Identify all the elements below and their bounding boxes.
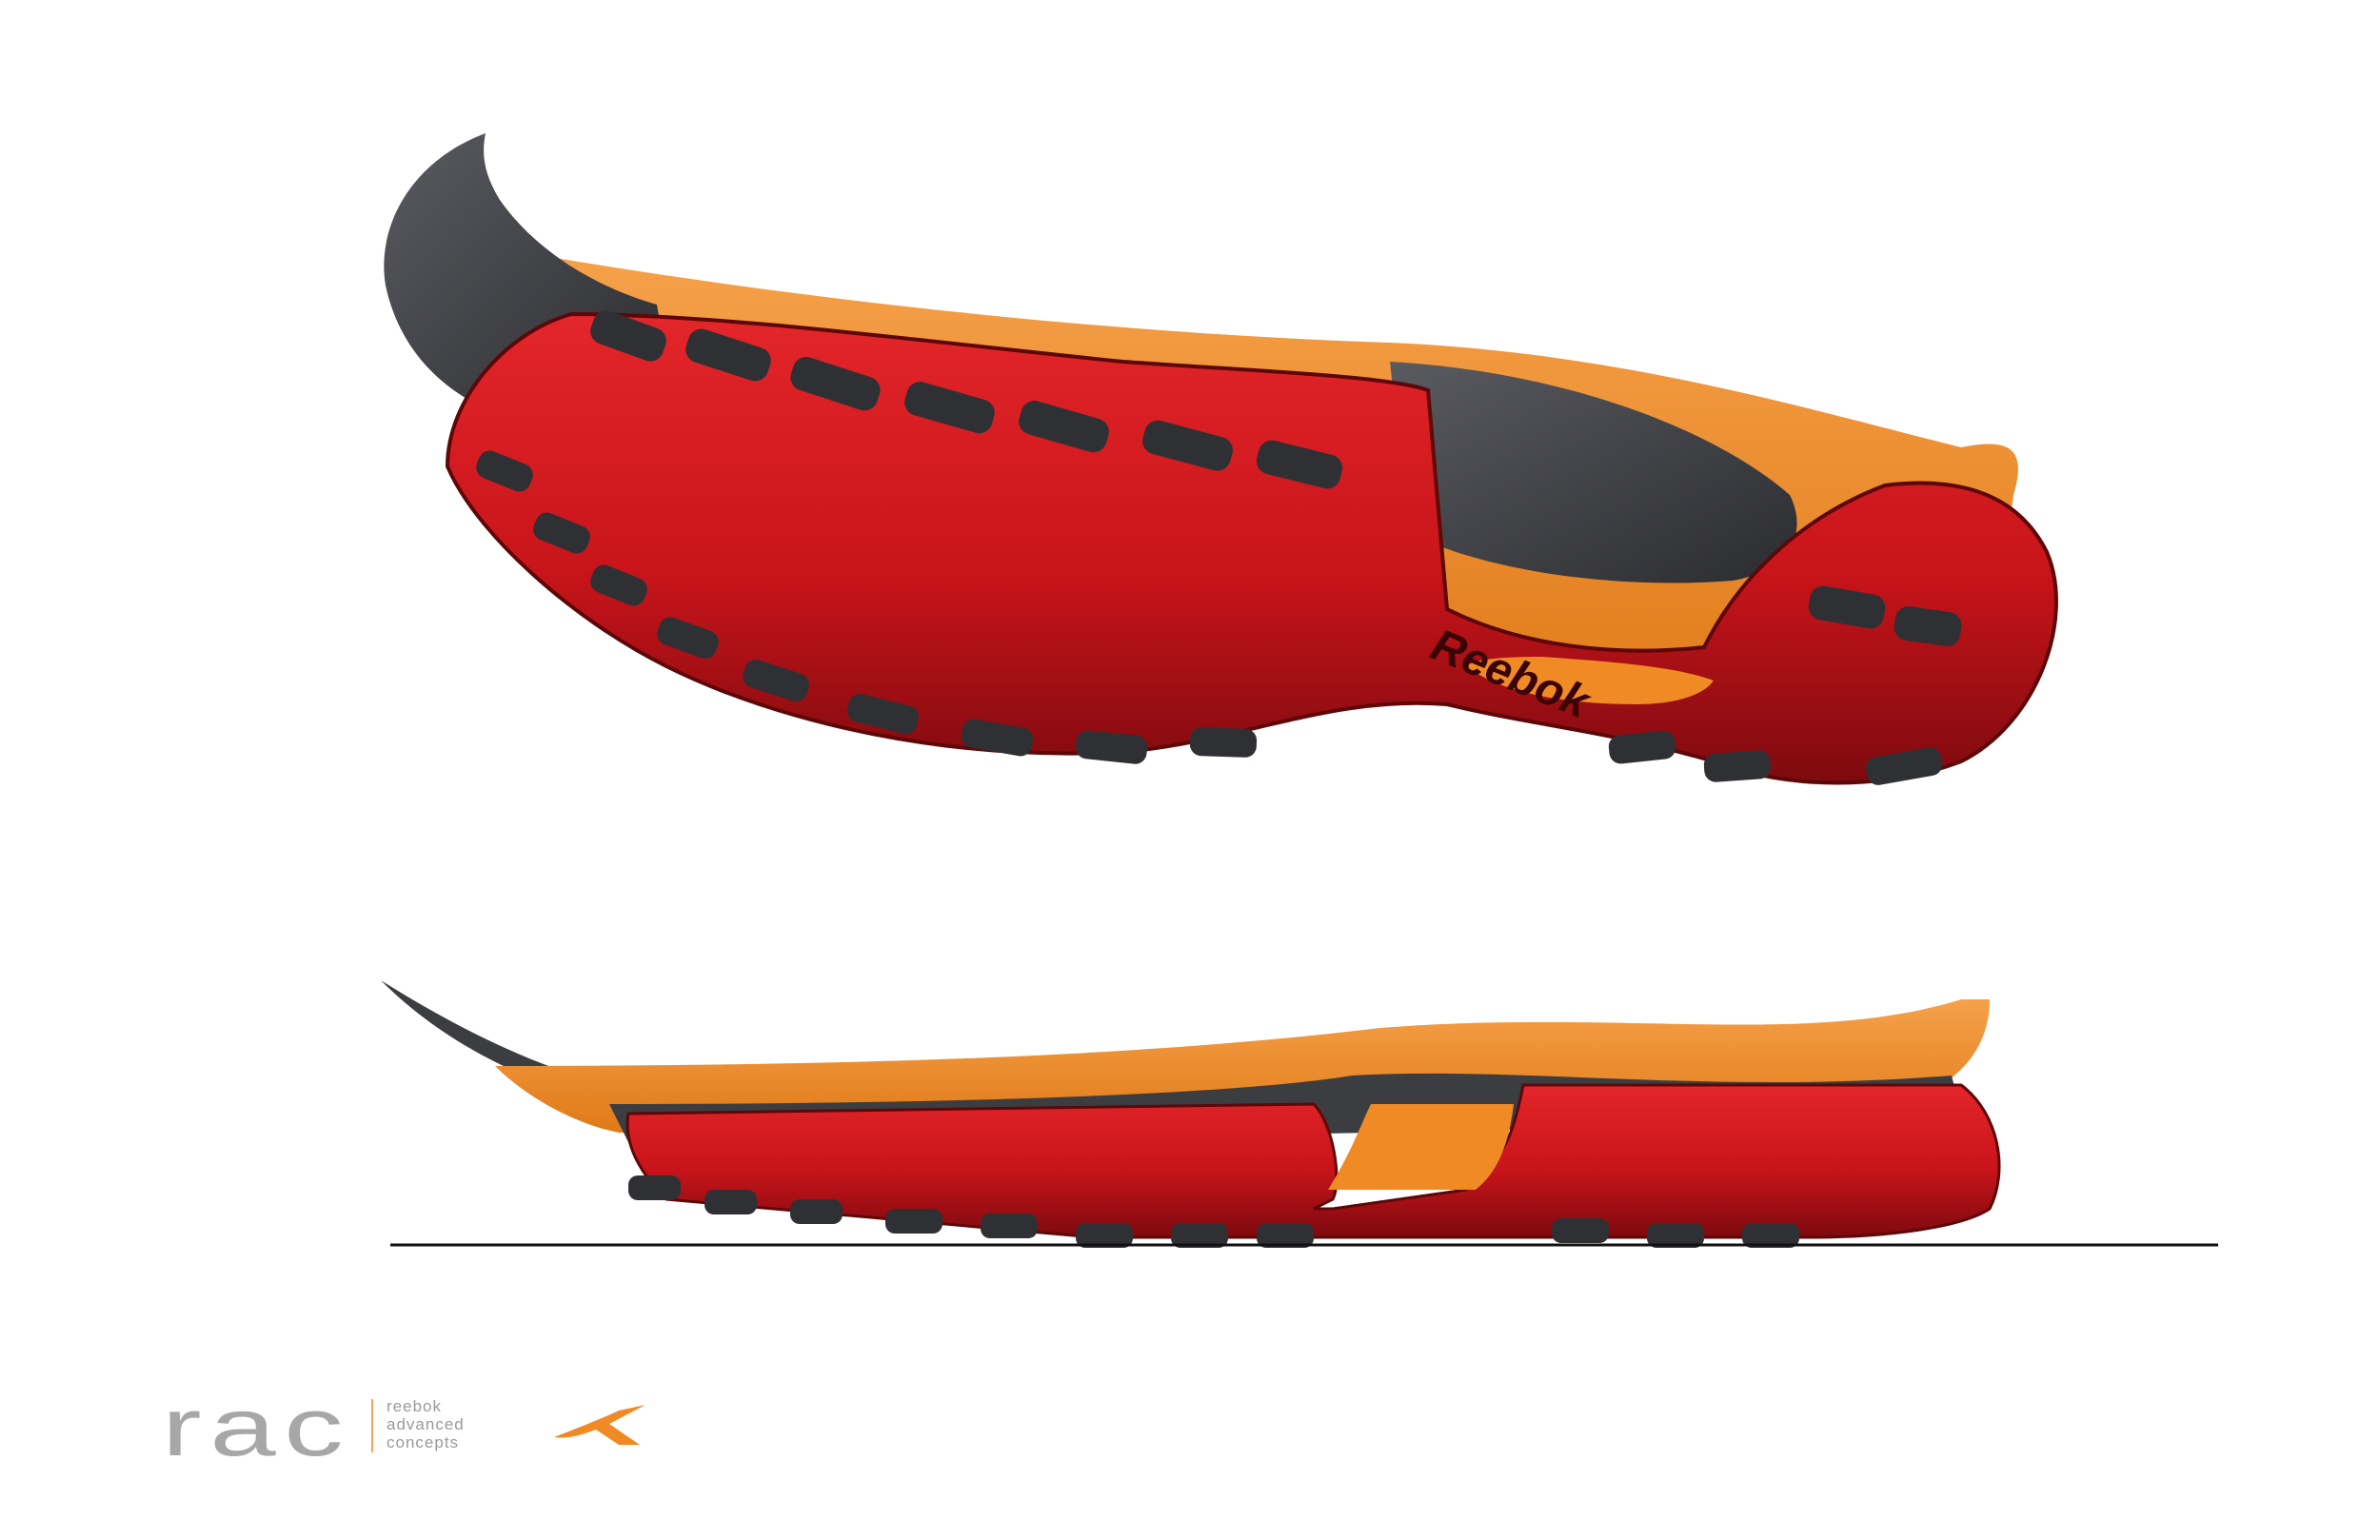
lug-row-top bbox=[590, 310, 1962, 646]
sole-side-view bbox=[381, 980, 2218, 1248]
outsole-red bbox=[445, 311, 2058, 785]
cavity-orange bbox=[1466, 657, 1714, 704]
rac-wordmark: rac bbox=[162, 1382, 352, 1473]
reebok-vector-icon bbox=[554, 1405, 645, 1445]
logo-subtitle: reebok advanced concepts bbox=[387, 1397, 465, 1451]
sole-top-view: Reebok bbox=[384, 133, 2058, 785]
logo-line-2: advanced bbox=[387, 1415, 465, 1433]
logo-line-1: reebok bbox=[387, 1397, 442, 1415]
logo-divider bbox=[371, 1399, 373, 1452]
heel-counter-gray bbox=[1390, 362, 1797, 583]
lug-row-side bbox=[628, 1175, 1799, 1248]
lug-row-bottom bbox=[476, 450, 1943, 785]
logo-line-3: concepts bbox=[387, 1433, 460, 1451]
arch-gap-orange bbox=[1328, 1104, 1514, 1190]
rac-logo: rac reebok advanced concepts bbox=[162, 1382, 695, 1473]
